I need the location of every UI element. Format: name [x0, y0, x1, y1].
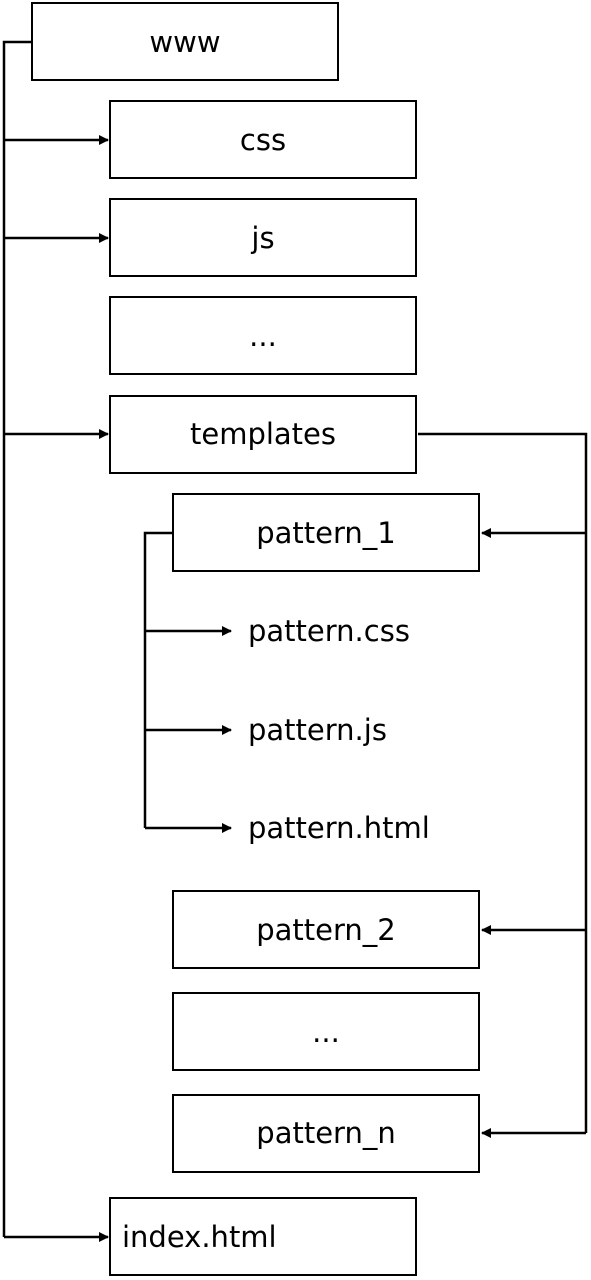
- ellipsis-label: ...: [249, 319, 277, 353]
- www-label: www: [149, 25, 220, 59]
- css-folder-node: css: [109, 100, 417, 179]
- pattern-ellipsis-folder-node: ...: [172, 992, 480, 1071]
- folder-boxes: www css js ... templates pattern_1 patte…: [31, 2, 480, 1276]
- pattern-js-label: pattern.js: [248, 713, 387, 747]
- index-html-file-node: index.html: [109, 1197, 417, 1276]
- www-trunk-line: [2, 40, 32, 1237]
- js-label: js: [250, 221, 274, 255]
- www-folder-node: www: [31, 2, 339, 81]
- css-label: css: [240, 123, 286, 157]
- templates-label: templates: [190, 417, 336, 451]
- ellipsis-folder-node: ...: [109, 296, 417, 375]
- templates-folder-node: templates: [109, 395, 417, 474]
- pattern-1-label: pattern_1: [256, 516, 396, 550]
- templates-trunk-line: [418, 432, 588, 1133]
- pattern-1-trunk-line: [143, 531, 173, 828]
- pattern-html-label: pattern.html: [248, 811, 430, 845]
- pattern-2-label: pattern_2: [256, 913, 396, 947]
- index-html-label: index.html: [122, 1220, 277, 1254]
- connectors: [2, 40, 588, 1242]
- pattern-2-folder-node: pattern_2: [172, 890, 480, 969]
- pattern-n-label: pattern_n: [256, 1116, 395, 1150]
- pattern-1-folder-node: pattern_1: [172, 493, 480, 572]
- js-folder-node: js: [109, 198, 417, 277]
- pattern-css-label: pattern.css: [248, 614, 410, 648]
- pattern-n-folder-node: pattern_n: [172, 1094, 480, 1173]
- pattern-ellipsis-label: ...: [312, 1015, 340, 1049]
